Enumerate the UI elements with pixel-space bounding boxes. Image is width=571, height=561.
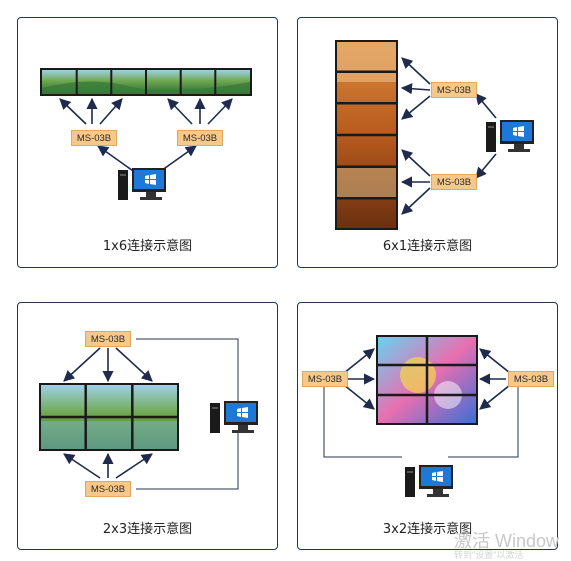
caption-3x2: 3x2连接示意图 <box>382 522 473 537</box>
switcher-box: MS-03B <box>85 331 131 347</box>
diagram-6x1 <box>335 40 534 230</box>
switcher-box: MS-03B <box>431 174 477 190</box>
caption-2x3: 2x3连接示意图 <box>102 522 193 537</box>
pc-icon <box>118 168 166 200</box>
arrows-switcher-a-to-screens <box>59 97 233 125</box>
pc-connection-lines <box>136 338 239 490</box>
panel-2x3: MS-03B MS-03B 2x3连接示意图 <box>17 302 278 550</box>
arrows-pc-to-switchers <box>475 93 497 179</box>
switcher-box: MS-03B <box>431 82 477 98</box>
switcher-box: MS-03B <box>71 130 117 146</box>
diagram-1x6 <box>40 68 252 200</box>
activation-watermark: 激活 Window <box>454 531 560 551</box>
caption-1x6: 1x6连接示意图 <box>102 239 193 254</box>
diagram-2x3 <box>39 338 258 490</box>
switcher-box: MS-03B <box>85 481 131 497</box>
video-wall-6x1 <box>335 40 398 230</box>
video-wall-2x3 <box>39 383 179 451</box>
switcher-box: MS-03B <box>177 130 223 146</box>
arrows-switcher-top-to-screens <box>63 347 153 383</box>
arrows-switcher-bottom-to-screens <box>63 452 153 479</box>
pc-connection-lines <box>323 387 519 458</box>
pc-icon <box>405 465 453 497</box>
panel-1x6: MS-03B MS-03B 1x6连接示意图 <box>17 17 278 268</box>
video-wall-3x2 <box>376 335 478 425</box>
arrows-switcher-right-to-screens <box>478 348 511 410</box>
switcher-box: MS-03B <box>508 371 554 387</box>
caption-6x1: 6x1连接示意图 <box>382 239 473 254</box>
arrows-switcher-left-to-screens <box>343 348 376 410</box>
pc-icon <box>486 120 534 152</box>
pc-icon <box>210 401 258 433</box>
activation-watermark-sub: 转到"设置"以激活 <box>454 550 524 560</box>
panel-3x2: MS-03B MS-03B 3x2连接示意图 <box>297 302 558 550</box>
video-wall-1x6 <box>40 68 252 96</box>
panel-6x1: MS-03B MS-03B 6x1连接示意图 <box>297 17 558 268</box>
diagram-3x2 <box>323 335 519 497</box>
switcher-box: MS-03B <box>302 371 348 387</box>
arrows-switcher-to-screens <box>400 57 431 215</box>
